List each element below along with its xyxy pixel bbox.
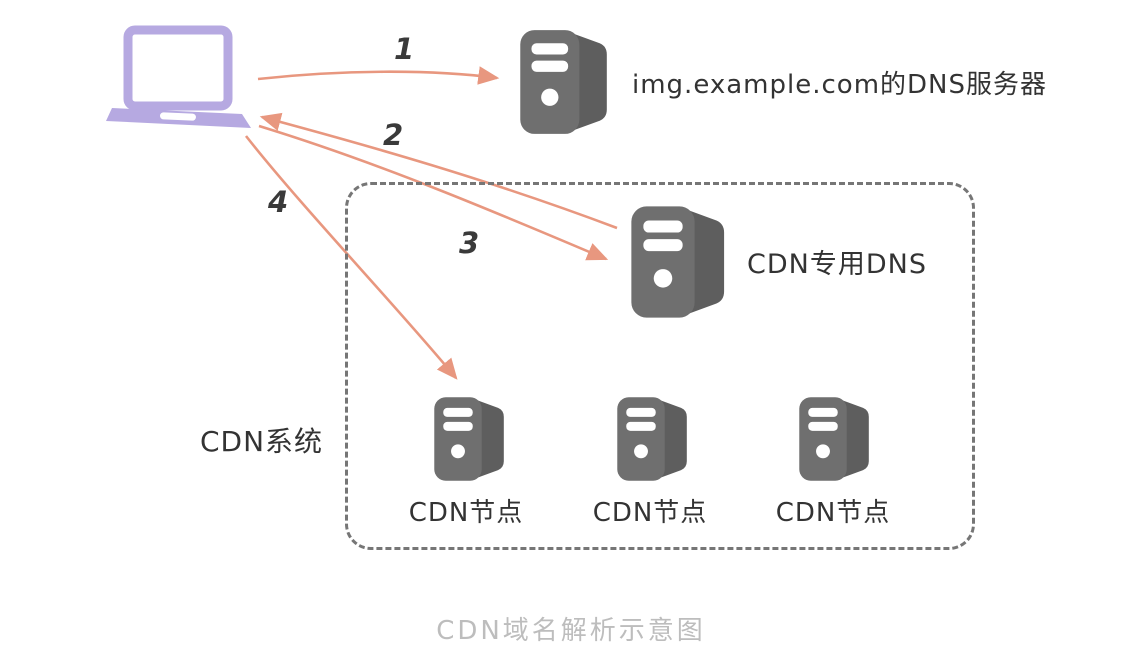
cdn-system-box [345,182,975,550]
cdn-system-label: CDN系统 [200,425,324,458]
server-icon [617,397,687,481]
cdn-node-1 [424,394,510,484]
arrow-3-label: 3 [459,226,480,260]
cdn-node-2 [607,394,693,484]
laptop-icon [106,25,251,128]
cdn-node-3-label: CDN节点 [775,498,891,528]
cdn-dns-label: CDN专用DNS [747,249,927,280]
laptop-notch [159,112,196,121]
server-icon [631,206,725,318]
cdn-node-3 [789,394,875,484]
dns-server-label: img.example.com的DNS服务器 [632,70,1047,100]
laptop-screen [123,25,233,111]
cdn-dns-node [616,202,734,322]
client-laptop [104,24,254,136]
server-icon [799,397,869,481]
diagram-caption: CDN域名解析示意图 [436,616,706,646]
arrow-1-client-to-dns [257,66,500,85]
arrow-2-label: 2 [383,118,404,152]
arrow-4-label: 4 [268,185,289,219]
cdn-node-1-label: CDN节点 [408,498,524,528]
dns-server-node [506,26,616,138]
cdn-node-2-label: CDN节点 [592,498,708,528]
arrow-1-label: 1 [394,32,415,66]
server-icon [520,30,607,134]
server-icon [434,397,504,481]
